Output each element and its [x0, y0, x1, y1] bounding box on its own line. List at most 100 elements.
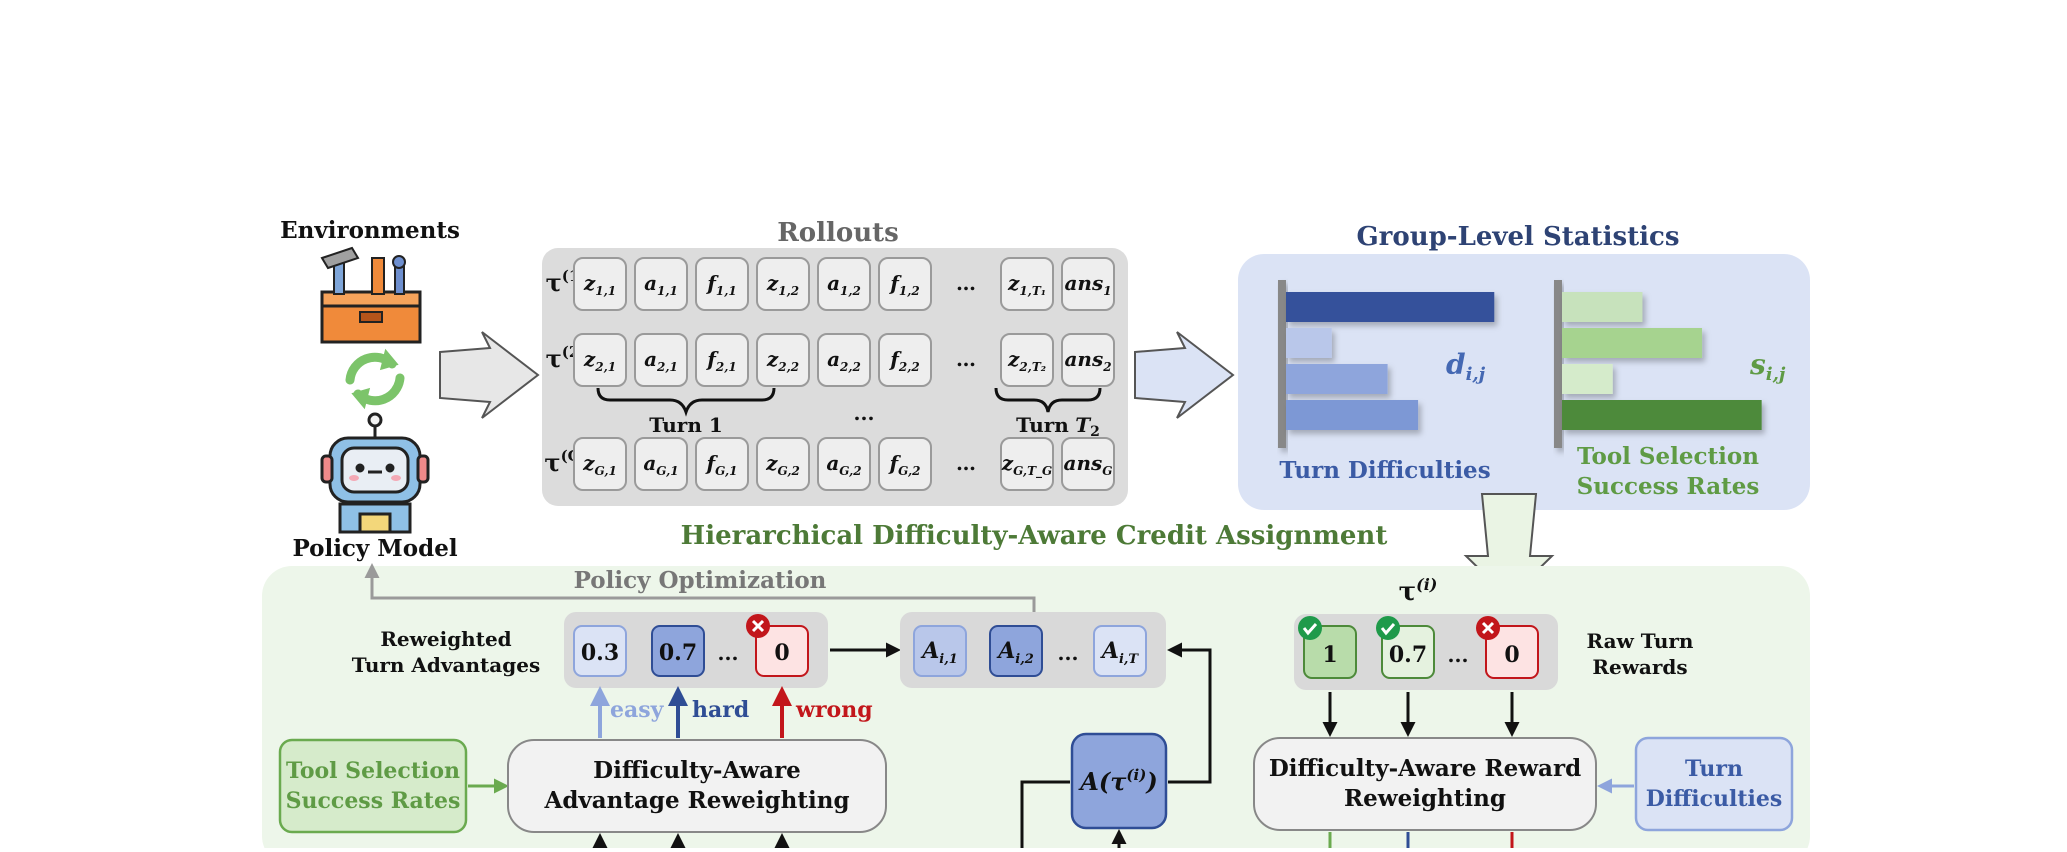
- token-sub: 1,T₁: [1019, 284, 1046, 298]
- token-symbol: z: [1001, 451, 1014, 475]
- token-ellipsis: …: [956, 347, 976, 371]
- token-label: a1,2: [827, 271, 861, 298]
- token-sub: G,1: [715, 464, 737, 478]
- token-symbol: a: [644, 271, 657, 295]
- token-box: [878, 437, 932, 491]
- turn-difficulties-line1: Turn: [1685, 756, 1743, 782]
- token-box: [695, 333, 749, 387]
- token-box: [756, 437, 810, 491]
- difficulty-bar-chart: [1278, 280, 1495, 448]
- token-box: [1000, 257, 1054, 311]
- adv-seq-box: [913, 625, 967, 677]
- reweighted-label-line1: Reweighted: [380, 627, 511, 651]
- token-box: [1000, 333, 1054, 387]
- token-label: a2,2: [827, 347, 861, 374]
- token-symbol: a: [827, 271, 840, 295]
- token-symbol: z: [1007, 271, 1020, 295]
- adv-reweighting-line1: Difficulty-Aware: [593, 757, 801, 784]
- wrong-x-icon-raw: [1476, 616, 1500, 640]
- reward-reweighting-box: [1253, 737, 1597, 831]
- bar-0: [1562, 292, 1643, 322]
- raw-reward-3-text: 0: [1504, 642, 1519, 668]
- token-sub: 1,2: [899, 284, 920, 298]
- token-box: [817, 257, 871, 311]
- token-box: [573, 437, 627, 491]
- token-symbol: z: [1007, 347, 1020, 371]
- token-label: z2,1: [583, 347, 616, 374]
- success-symbol: si,j: [1749, 348, 1786, 385]
- adv-value-wrong-text: 0: [774, 640, 789, 666]
- refresh-cycle-icon: [345, 348, 405, 410]
- token-symbol: z: [765, 451, 778, 475]
- token-label: ans1: [1064, 271, 1111, 298]
- turn2-sub: 2: [1090, 424, 1100, 440]
- token-sub: 1,1: [657, 284, 678, 298]
- a-tau-box: [1070, 732, 1168, 830]
- token-box: [1061, 437, 1115, 491]
- reward-reweighting-line1: Difficulty-Aware Reward: [1269, 755, 1581, 782]
- token-symbol: z: [766, 347, 779, 371]
- adv-seq-label: Ai,1: [920, 638, 958, 667]
- easy-label: easy: [610, 697, 665, 723]
- token-symbol: z: [583, 347, 596, 371]
- raw-reward-1: 1: [1303, 625, 1357, 679]
- token-sub: 2,1: [656, 360, 678, 374]
- stats-title: Group-Level Statistics: [1356, 222, 1679, 252]
- token-box: [878, 257, 932, 311]
- success-symbol-s: s: [1749, 348, 1766, 381]
- traj-symbol: τ: [546, 344, 562, 373]
- turn-braces: [596, 387, 1102, 417]
- check-icon-1: [1298, 616, 1322, 640]
- token-box: [573, 333, 627, 387]
- token-box: [1061, 257, 1115, 311]
- token-box: [695, 437, 749, 491]
- token-sub: 2,2: [777, 360, 799, 374]
- token-ellipsis: …: [956, 451, 976, 475]
- success-bar-chart: [1554, 280, 1762, 448]
- token-symbol: z: [582, 451, 595, 475]
- token-label: z1,1: [583, 271, 616, 298]
- bar-0: [1286, 292, 1495, 322]
- token-symbol: f: [705, 347, 719, 371]
- token-label: f2,1: [705, 347, 737, 374]
- token-box: [878, 333, 932, 387]
- token-symbol: ans: [1064, 347, 1103, 371]
- bar-1: [1562, 328, 1703, 358]
- token-label: zG,2: [765, 451, 800, 478]
- token-box: [756, 333, 810, 387]
- bar-2: [1562, 364, 1613, 394]
- token-sub: 2,2: [898, 360, 920, 374]
- token-symbol: f: [705, 451, 719, 475]
- token-label: a2,1: [644, 347, 678, 374]
- adv-seq-label: Ai,T: [1100, 638, 1140, 667]
- token-label: aG,2: [826, 451, 861, 478]
- adv-seq-sub: i,T: [1119, 652, 1139, 667]
- token-symbol: z: [766, 271, 779, 295]
- token-label: zG,1: [582, 451, 617, 478]
- token-label: aG,1: [643, 451, 678, 478]
- adv-reweighting-box: [507, 739, 887, 833]
- turn-mid-ellipsis: ...: [854, 401, 875, 425]
- token-sub: G: [1102, 464, 1112, 478]
- bar-3: [1286, 400, 1419, 430]
- token-label: z1,2: [766, 271, 799, 298]
- token-sub: 2: [1102, 360, 1111, 374]
- difficulty-symbol-d: d: [1446, 348, 1466, 381]
- token-box: [1000, 437, 1054, 491]
- bar-axis: [1554, 280, 1562, 448]
- rollouts-title: Rollouts: [777, 218, 899, 248]
- policy-optimization-path: [364, 563, 1036, 612]
- token-label: fG,2: [888, 451, 921, 478]
- difficulty-symbol-sub: i,j: [1466, 364, 1486, 385]
- bar-axis: [1278, 280, 1286, 448]
- token-symbol: f: [888, 271, 902, 295]
- turn2-label: Turn T2: [1016, 413, 1100, 440]
- adv-reweighting-line2: Advantage Reweighting: [543, 787, 849, 814]
- adv-value-wrong: 0: [755, 625, 809, 677]
- turn-difficulties-line2: Difficulties: [1646, 786, 1783, 812]
- token-sub: G,2: [778, 464, 800, 478]
- turn-difficulties-box: [1634, 736, 1794, 832]
- success-symbol-sub: i,j: [1766, 364, 1786, 385]
- token-label: fG,1: [705, 451, 738, 478]
